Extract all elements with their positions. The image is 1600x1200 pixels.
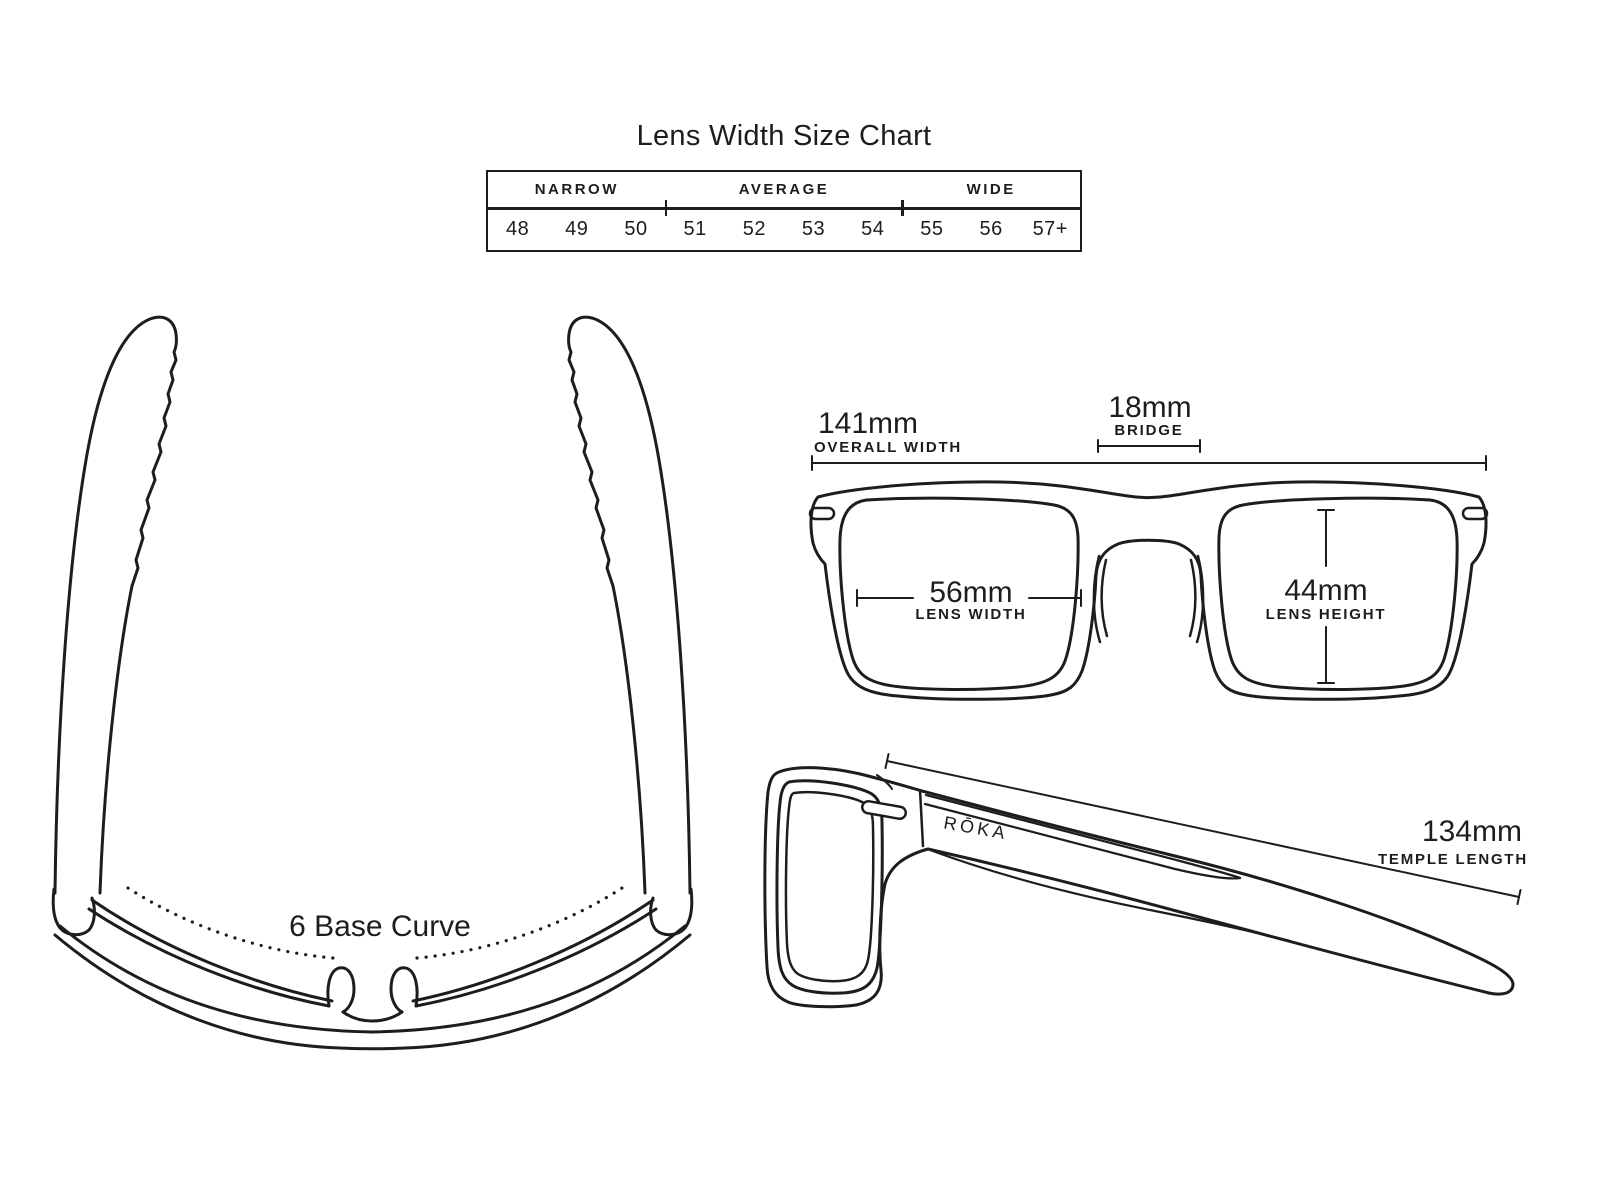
top-view-right-lens-edge-inner — [414, 907, 658, 1008]
lens-height-label: LENS HEIGHT — [1266, 606, 1387, 623]
side-view-outline — [763, 766, 1515, 1009]
bridge-dimension — [1097, 439, 1201, 453]
top-view-left-temple — [53, 315, 178, 895]
front-view-right-hinge-slot — [1461, 506, 1489, 521]
table-divider-tick-average-wide — [901, 200, 904, 216]
side-view-temple-highlight-bottom — [923, 802, 1242, 880]
front-view-right-nose-pad-inner — [1188, 558, 1197, 638]
front-view-drawing — [808, 439, 1489, 701]
size-value: 49 — [565, 217, 589, 240]
front-view-left-hinge-slot — [808, 506, 836, 521]
table-divider-tick-narrow-average — [664, 200, 668, 216]
size-value: 56 — [979, 217, 1003, 240]
front-view-right-lens — [1217, 496, 1459, 691]
size-value: 53 — [801, 217, 826, 240]
temple-length-label: TEMPLE LENGTH — [1378, 851, 1528, 868]
front-view-frame-outline — [809, 480, 1488, 701]
size-category-average: AVERAGE — [738, 181, 830, 198]
bridge-label: BRIDGE — [1114, 422, 1183, 439]
lens-height-value: 44mm — [1284, 574, 1367, 607]
top-view-left-lens-edge-inner — [87, 907, 331, 1008]
size-value: 55 — [920, 217, 944, 240]
side-view-lens-inner — [784, 790, 875, 983]
size-value: 54 — [861, 217, 885, 240]
top-view-right-hinge-lug — [649, 887, 694, 937]
side-view-lens-outer — [775, 779, 884, 995]
page-title: Lens Width Size Chart — [636, 120, 932, 152]
bridge-value: 18mm — [1108, 391, 1191, 424]
size-category-narrow: NARROW — [534, 181, 619, 198]
table-divider-line — [488, 207, 1080, 210]
lens-height-dimension — [1317, 509, 1335, 684]
top-view-bridge-saddle — [341, 1010, 404, 1023]
size-category-row: NARROW AVERAGE WIDE — [488, 172, 1080, 207]
base-curve-label: 6 Base Curve — [289, 910, 471, 943]
size-value: 48 — [505, 217, 530, 240]
base-curve-dotted-arc-left — [126, 886, 335, 960]
front-view-left-nose-pad-inner — [1100, 558, 1109, 638]
lens-width-value: 56mm — [929, 576, 1012, 609]
overall-width-dimension — [811, 455, 1487, 471]
top-view-left-lens-edge — [90, 898, 334, 1003]
size-values-row: 48 49 50 51 52 53 54 55 56 57+ — [488, 210, 1080, 250]
lens-width-label: LENS WIDTH — [915, 606, 1026, 623]
lens-width-size-table: NARROW AVERAGE WIDE 48 49 50 51 52 53 54… — [486, 170, 1082, 252]
top-view-right-temple — [567, 315, 692, 895]
size-value: 52 — [742, 217, 766, 240]
side-view-brow-detail — [876, 774, 893, 790]
size-category-wide: WIDE — [966, 181, 1016, 198]
size-value: 50 — [624, 217, 648, 240]
overall-width-label: OVERALL WIDTH — [814, 439, 962, 456]
top-view-right-nose-pad — [389, 966, 419, 1014]
side-view-screw — [860, 799, 908, 821]
side-view-temple-lower-ridge — [928, 848, 1292, 943]
front-view-left-nose-pad — [1092, 554, 1102, 644]
top-view-right-lens-edge — [411, 898, 655, 1003]
diagram-labels: 141mm OVERALL WIDTH 18mm BRIDGE 56mm LEN… — [289, 391, 1528, 943]
top-view-left-nose-pad — [326, 966, 356, 1014]
temple-length-value: 134mm — [1422, 815, 1522, 848]
temple-length-dimension — [884, 753, 1522, 905]
roka-brand-logo: RŌKA — [942, 813, 1010, 844]
side-view-temple-highlight-top — [924, 793, 1242, 880]
lens-width-dimension — [856, 589, 1082, 607]
overall-width-value: 141mm — [818, 407, 918, 440]
side-view-drawing — [763, 753, 1522, 1009]
front-view-right-nose-pad — [1195, 554, 1205, 644]
top-view-frame-band — [58, 924, 687, 1034]
size-value: 51 — [683, 217, 707, 240]
top-view-frame-front-edge — [53, 933, 692, 1051]
front-view-left-lens — [838, 496, 1080, 691]
side-view-hinge-line — [918, 788, 925, 848]
base-curve-dotted-arc-right — [415, 886, 624, 960]
top-view-left-hinge-lug — [51, 887, 96, 937]
size-value: 57+ — [1032, 217, 1068, 240]
top-view-drawing — [51, 315, 694, 1051]
